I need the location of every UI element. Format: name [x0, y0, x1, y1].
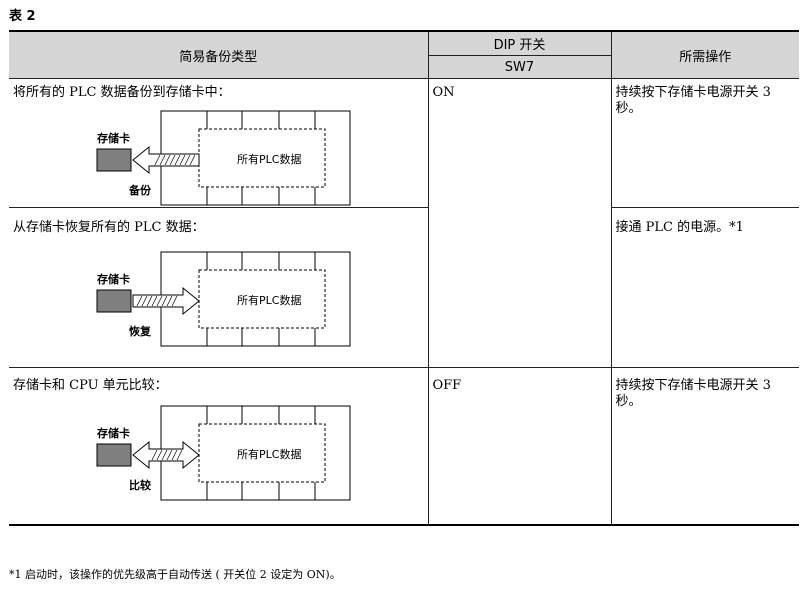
footnote: *1 启动时，该操作的优先级高于自动传送 ( 开关位 2 设定为 ON)。 [9, 568, 341, 581]
operation-cell: 持续按下存储卡电源开关 3 秒。 [610, 78, 799, 208]
dip-value: ON [432, 85, 455, 100]
header-operation: 所需操作 [610, 32, 799, 79]
table-row: 从存储卡恢复所有的 PLC 数据： [9, 207, 799, 368]
table-label: 表 2 [9, 9, 36, 24]
dip-cell-on: ON [427, 78, 612, 368]
header-dip-switch: DIP 开关 [427, 32, 612, 56]
operation-cell: 接通 PLC 的电源。*1 [610, 207, 799, 368]
arrow-label: 比较 [129, 478, 151, 492]
operation-cell: 持续按下存储卡电源开关 3 秒。 [610, 367, 799, 526]
memory-card-icon [96, 289, 132, 313]
dip-cell-off: OFF [427, 367, 612, 526]
row-title: 将所有的 PLC 数据备份到存储卡中： [13, 85, 231, 100]
backup-diagram: 存储卡 所有PLC数据 备份 [96, 110, 351, 206]
data-label: 所有PLC数据 [237, 293, 301, 307]
backup-type-cell: 存储卡和 CPU 单元比较： 存储卡 [9, 367, 429, 526]
card-label: 存储卡 [97, 426, 130, 440]
header-backup-type: 简易备份类型 [9, 32, 429, 79]
data-label: 所有PLC数据 [237, 152, 301, 166]
memory-card-icon [96, 443, 132, 467]
row-title: 从存储卡恢复所有的 PLC 数据： [13, 220, 205, 235]
backup-arrow-icon [132, 145, 200, 175]
operation-text: 持续按下存储卡电源开关 3 秒。 [615, 85, 771, 116]
dip-value: OFF [432, 378, 462, 393]
card-label: 存储卡 [97, 272, 130, 286]
memory-card-icon [96, 148, 132, 172]
operation-text: 持续按下存储卡电源开关 3 秒。 [615, 378, 771, 409]
compare-arrow-icon [132, 440, 200, 470]
row-title: 存储卡和 CPU 单元比较： [13, 378, 168, 393]
backup-type-cell: 从存储卡恢复所有的 PLC 数据： [9, 207, 429, 368]
arrow-label: 备份 [128, 183, 152, 197]
table-row: 将所有的 PLC 数据备份到存储卡中： [9, 78, 799, 368]
arrow-label: 恢复 [129, 324, 152, 338]
header-sw7: SW7 [428, 55, 611, 79]
table-row: 存储卡和 CPU 单元比较： 存储卡 [9, 367, 799, 526]
backup-type-cell: 将所有的 PLC 数据备份到存储卡中： [9, 78, 429, 208]
data-label: 所有PLC数据 [237, 447, 301, 461]
card-label: 存储卡 [97, 131, 130, 145]
backup-table: 简易备份类型 DIP 开关 所需操作 SW7 将所有的 PLC 数据备份到存储卡… [9, 32, 799, 526]
restore-arrow-icon [132, 286, 200, 316]
compare-diagram: 存储卡 所有PLC数据 比较 [96, 405, 351, 501]
operation-text: 接通 PLC 的电源。*1 [615, 220, 744, 235]
restore-diagram: 存储卡 所有PLC数据 恢复 [96, 251, 351, 347]
top-rule [9, 30, 799, 32]
